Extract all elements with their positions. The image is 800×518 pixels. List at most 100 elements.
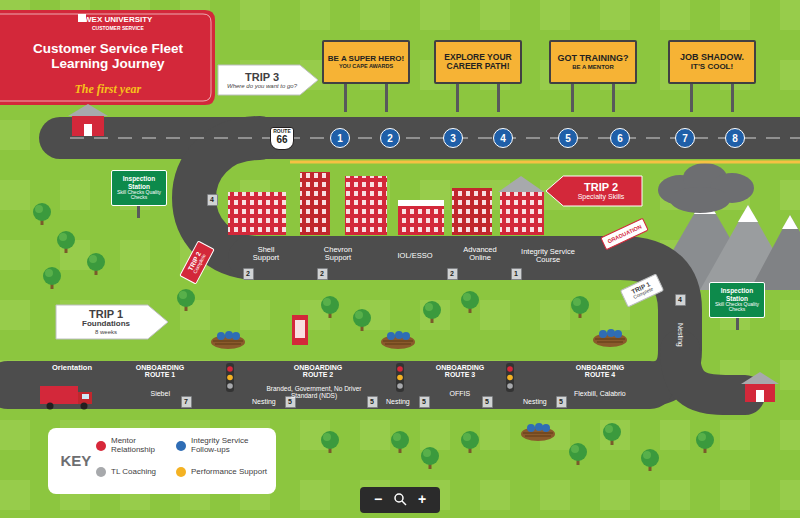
duration-marker-text: 2	[320, 270, 324, 278]
legend-swatch	[96, 441, 106, 451]
stop-number-text: 1	[337, 133, 343, 144]
legend-item: TL Coaching	[96, 467, 173, 477]
map-label: The first year	[75, 83, 142, 96]
legend-text: Performance Support	[191, 468, 275, 477]
duration-marker-text: 5	[370, 398, 374, 406]
stop-number-text: 8	[732, 133, 738, 144]
map-label: Chevron Support	[316, 246, 360, 263]
stop-number: 4	[493, 128, 513, 148]
inspection-sign-text: Skill Checks Quality Checks	[714, 302, 760, 313]
legend-item: Integrity Service Follow-ups	[176, 437, 275, 455]
duration-marker-text: 1	[514, 270, 518, 278]
trip-arrow-sign-text: TRIP 2	[584, 181, 618, 193]
stop-number: 3	[443, 128, 463, 148]
stop-number-text: 3	[450, 133, 456, 144]
map-label: Branded, Government, No Driver Standard …	[266, 385, 362, 399]
duration-marker: 5	[367, 396, 378, 408]
billboard: GOT TRAINING?BE A MENTOR	[549, 40, 637, 84]
duration-marker: 2	[447, 268, 458, 280]
map-label: IOL/ESSO	[398, 252, 433, 260]
stop-number: 7	[675, 128, 695, 148]
legend-swatch	[176, 467, 186, 477]
legend-item: Performance Support	[176, 467, 275, 477]
duration-marker: 2	[317, 268, 328, 280]
trip-arrow-sign-text: TRIP 1	[89, 308, 123, 320]
duration-marker-text: 2	[246, 270, 250, 278]
stop-number: 2	[380, 128, 400, 148]
billboard-text: BE A SUPER HERO!	[328, 55, 404, 64]
duration-marker-text: 5	[559, 398, 563, 406]
map-label: CUSTOMER SERVICE	[92, 26, 144, 32]
duration-marker-text: 5	[485, 398, 489, 406]
graduation-sign: GRADUATION	[600, 218, 649, 251]
billboard-text: IT'S COOL!	[691, 63, 733, 72]
duration-marker: 4	[207, 194, 218, 206]
legend-swatch	[176, 441, 186, 451]
trip-arrow-sign: TRIP 2Specialty Skills	[546, 176, 642, 206]
stop-number-text: 5	[565, 133, 571, 144]
map-label: KEY	[61, 453, 92, 470]
map-label: Flexbill, Calabrio	[574, 390, 626, 398]
duration-marker-text: 4	[678, 296, 682, 304]
inspection-sign-text: Skill Checks Quality Checks	[116, 190, 162, 201]
duration-marker-text: 2	[450, 270, 454, 278]
stop-number-text: 2	[387, 133, 393, 144]
map-label: ONBOARDING ROUTE 4	[569, 364, 631, 379]
map-label: Orientation	[52, 364, 92, 372]
map-title: Customer Service Fleet Learning Journey	[18, 42, 198, 72]
duration-marker: 2	[243, 268, 254, 280]
trip-complete-tag: TRIP 2Complete	[179, 240, 215, 284]
trip-arrow-sign-text: Specialty Skills	[578, 193, 625, 201]
stop-number: 6	[610, 128, 630, 148]
map-label: Integrity Service Course	[515, 248, 581, 265]
map-label: Siebel	[151, 390, 170, 398]
map-label: Shell Support	[246, 246, 286, 263]
inspection-sign: Inspection StationSkill Checks Quality C…	[111, 170, 167, 206]
trip-arrow-sign-text: Foundations	[82, 320, 130, 329]
billboard: EXPLORE YOUR CAREER PATH!	[434, 40, 522, 84]
map-label: ONBOARDING ROUTE 2	[287, 364, 349, 379]
billboard-text: YOU CAPE AWARDS	[339, 63, 393, 69]
trip-complete-tag: TRIP 1Complete	[620, 273, 664, 307]
billboard-text: JOB SHADOW.	[680, 53, 744, 63]
billboard-text: GOT TRAINING?	[558, 54, 629, 64]
legend-text: Integrity Service Follow-ups	[191, 437, 275, 455]
stop-number-text: 4	[500, 133, 506, 144]
billboard-text: EXPLORE YOUR CAREER PATH!	[440, 53, 516, 72]
duration-marker: 4	[675, 294, 686, 306]
trip-arrow-sign-text: TRIP 3	[245, 71, 279, 83]
map-label: Nesting	[252, 398, 276, 406]
map-label: Nesting	[523, 398, 547, 406]
duration-marker-text: 5	[422, 398, 426, 406]
duration-marker: 5	[419, 396, 430, 408]
duration-marker: 5	[556, 396, 567, 408]
stop-number: 8	[725, 128, 745, 148]
stop-number-text: 7	[682, 133, 688, 144]
map-label: Advanced Online	[458, 246, 502, 263]
route-shield-text: ROUTE	[273, 129, 291, 135]
trip-arrow-sign-text: Where do you want to go?	[227, 83, 297, 90]
route-shield-text: 66	[276, 134, 287, 145]
map-label: OFFIS	[450, 390, 471, 398]
route-shield: ROUTE66	[270, 127, 294, 150]
duration-marker-text: 4	[210, 196, 214, 204]
trip-arrow-sign: TRIP 1Foundations8 weeks	[56, 305, 168, 339]
legend-swatch	[96, 467, 106, 477]
duration-marker-text: 5	[288, 398, 292, 406]
duration-marker: 7	[181, 396, 192, 408]
inspection-sign-text: Inspection Station	[116, 175, 162, 189]
map-label: +	[418, 492, 426, 507]
map-label: ONBOARDING ROUTE 1	[129, 364, 191, 379]
graduation-sign-text: GRADUATION	[606, 223, 642, 244]
trip-arrow-sign-text: 8 weeks	[95, 329, 117, 336]
duration-marker: 5	[482, 396, 493, 408]
map-label: −	[374, 492, 382, 507]
trip-arrow-sign: TRIP 3Where do you want to go?	[218, 65, 318, 95]
billboard: JOB SHADOW.IT'S COOL!	[668, 40, 756, 84]
legend-text: Mentor Relationship	[111, 437, 173, 455]
inspection-sign-text: Inspection Station	[714, 287, 760, 301]
map-label: Nesting	[386, 398, 410, 406]
legend-item: Mentor Relationship	[96, 437, 173, 455]
legend-text: TL Coaching	[111, 468, 173, 477]
stop-number: 5	[558, 128, 578, 148]
